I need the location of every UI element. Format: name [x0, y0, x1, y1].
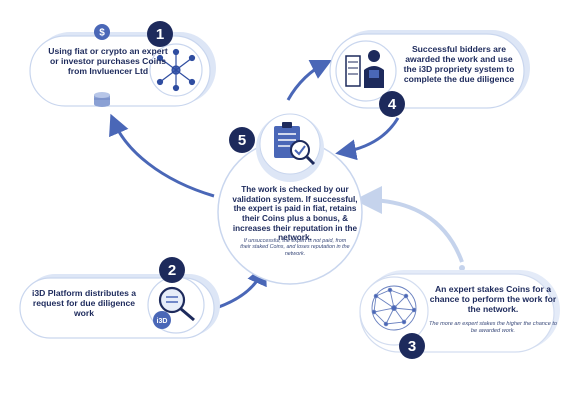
step-3-text: An expert stakes Coins for a chance to p…: [429, 284, 557, 315]
network-sphere-icon: [371, 285, 417, 331]
coin-stack-icon: [94, 92, 110, 107]
arrow-center-to-4: [286, 59, 333, 101]
step-4-card: [329, 30, 530, 117]
checklist-validation-icon: [274, 122, 316, 166]
step-2-text: i3D Platform distributes a request for d…: [31, 288, 137, 319]
arrow-3-to-5: [354, 186, 464, 263]
arrow-5-to-1: [109, 113, 215, 198]
step-4-text: Successful bidders are awarded the work …: [403, 44, 515, 85]
step-5-text: The work is checked by our validation sy…: [232, 185, 358, 243]
step-5-number: 5: [238, 132, 246, 149]
dollar-coin-icon: $: [99, 28, 105, 39]
arrow-4-to-5: [335, 117, 400, 161]
step-3-subtext: The more an expert stakes the higher the…: [428, 321, 558, 334]
magnifier-request-icon: [158, 286, 195, 322]
step-1-card: [29, 21, 216, 107]
i3d-badge-label: i3D: [157, 318, 168, 325]
step-1-number: 1: [156, 26, 164, 43]
step-5-subtext: If unsuccessful, the expert is not paid,…: [240, 238, 350, 257]
step-1-text: Using fiat or crypto an expert or invest…: [48, 46, 168, 77]
step-4-number: 4: [388, 96, 397, 113]
step-2-number: 2: [168, 262, 176, 279]
worker-icon: [345, 50, 384, 88]
i3d-badge: [153, 311, 171, 329]
step-3-number: 3: [408, 338, 416, 355]
step-2-card: i3D: [19, 257, 220, 339]
step-3-card: [359, 270, 560, 359]
coins-and-network-icon: [156, 48, 196, 92]
step-5-center: [217, 113, 363, 285]
